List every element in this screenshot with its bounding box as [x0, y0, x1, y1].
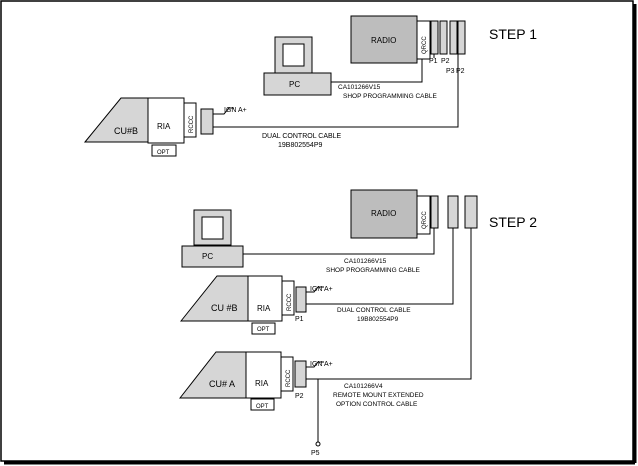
step2-opta-box — [250, 398, 275, 411]
step1-radio-box — [350, 15, 418, 64]
step2-rcccb-box — [281, 280, 295, 316]
step1-p2b-connector — [457, 20, 466, 55]
step2-remote-cable-line2: OPTION CONTROL CABLE — [336, 401, 418, 408]
step2-igna-lead — [306, 361, 324, 368]
step1-dual-cable — [213, 54, 459, 128]
step1-shop-cable — [331, 59, 423, 83]
step1-cu-label: CU#B — [114, 126, 138, 136]
step1-cu-connector — [200, 108, 214, 135]
step2-connector-3 — [464, 195, 478, 229]
step1-p1-connector — [430, 20, 439, 55]
step2-opta-label: OPT — [256, 404, 269, 410]
step2-title: STEP 2 — [489, 214, 537, 230]
step1-opt-label: OPT — [157, 150, 170, 156]
step2-riab-label: RIA — [257, 304, 271, 313]
step2-optb-label: OPT — [257, 327, 270, 333]
step1-ign-label: IGN A+ — [224, 107, 247, 114]
step2-ignb-label: IGN A+ — [310, 286, 333, 293]
step2-rccca-box — [280, 356, 294, 392]
step1-qrcc-box — [416, 20, 431, 60]
step2-radio-label: RADIO — [371, 209, 396, 218]
step2-rcccb-label: RCCC — [287, 293, 293, 311]
step2-pc-label: PC — [202, 252, 213, 261]
step2-ignb-lead — [306, 286, 324, 293]
step2-p5-terminal — [315, 441, 321, 447]
step1-p2-label: P2 — [441, 58, 450, 65]
step2-dual-cable-name: DUAL CONTROL CABLE — [337, 307, 411, 314]
step1-p2b-label: P2 — [456, 68, 465, 75]
step2-shop-cable-num: CA101266V15 — [344, 258, 387, 265]
step1-ria-label: RIA — [157, 122, 171, 131]
step1-qrcc-label: QRCC — [422, 36, 428, 54]
step1-title: STEP 1 — [489, 26, 537, 42]
step2-remote-cable-num: CA101266V4 — [344, 383, 383, 390]
step2-riaa-box — [245, 351, 282, 399]
step2-p1-connector — [295, 286, 307, 313]
step2-remote-cable — [306, 228, 472, 380]
step2-connector-1 — [430, 195, 439, 229]
step2-shop-cable — [243, 228, 435, 255]
step2-p5-label: P5 — [311, 450, 320, 457]
step1-pc-base — [263, 72, 332, 96]
step1-ria-box — [147, 97, 185, 144]
step2-pc-base — [181, 245, 244, 268]
step2-qrcc-box — [416, 195, 431, 235]
step2-igna-label: IGN A+ — [310, 361, 333, 368]
step1-section: STEP 1 RADIO QRCC P1 P2 P3 P2 PC CA10126… — [83, 15, 537, 157]
step2-p1-label: P1 — [295, 316, 304, 323]
step1-dual-cable-num: 19B802554P9 — [278, 142, 322, 149]
step2-p2-label: P2 — [295, 393, 304, 400]
step1-p1-label: P1 — [429, 58, 438, 65]
step1-p3-connector — [449, 20, 458, 55]
step1-rccc-label: RCCC — [189, 115, 195, 133]
step2-cub-label: CU #B — [211, 303, 238, 313]
step2-section: STEP 2 RADIO QRCC PC CA101266V15 SHOP PR… — [178, 189, 537, 457]
step1-shop-cable-name: SHOP PROGRAMMING CABLE — [343, 93, 437, 100]
step1-pc-label: PC — [289, 80, 300, 89]
step2-riab-box — [247, 275, 283, 322]
step1-p2-connector — [439, 20, 448, 55]
step1-p3-label: P3 — [446, 68, 455, 75]
step2-p2-connector — [294, 360, 307, 388]
step2-remote-cable-line1: REMOTE MOUNT EXTENDED — [333, 392, 424, 399]
step2-shop-cable-name: SHOP PROGRAMMING CABLE — [326, 267, 420, 274]
step2-connector-2 — [447, 195, 459, 229]
step1-dual-cable-name: DUAL CONTROL CABLE — [262, 133, 342, 140]
step2-radio-box — [350, 189, 418, 239]
step2-pc-screen — [201, 216, 224, 240]
step1-opt-box — [151, 144, 177, 157]
step2-rccca-label: RCCC — [286, 369, 292, 387]
step1-ign-lead — [213, 107, 234, 115]
step2-optb-box — [251, 322, 276, 335]
step2-qrcc-label: QRCC — [422, 211, 428, 229]
step2-dual-cable-num: 19B802554P9 — [357, 316, 399, 323]
step2-cua-label: CU# A — [209, 379, 235, 389]
step2-dual-cable — [306, 228, 454, 305]
step1-radio-label: RADIO — [371, 36, 396, 45]
step1-pc-screen — [282, 43, 305, 67]
step1-rccc-box — [183, 102, 197, 138]
step1-shop-cable-num: CA101266V15 — [338, 84, 381, 91]
step2-riaa-label: RIA — [255, 379, 269, 388]
